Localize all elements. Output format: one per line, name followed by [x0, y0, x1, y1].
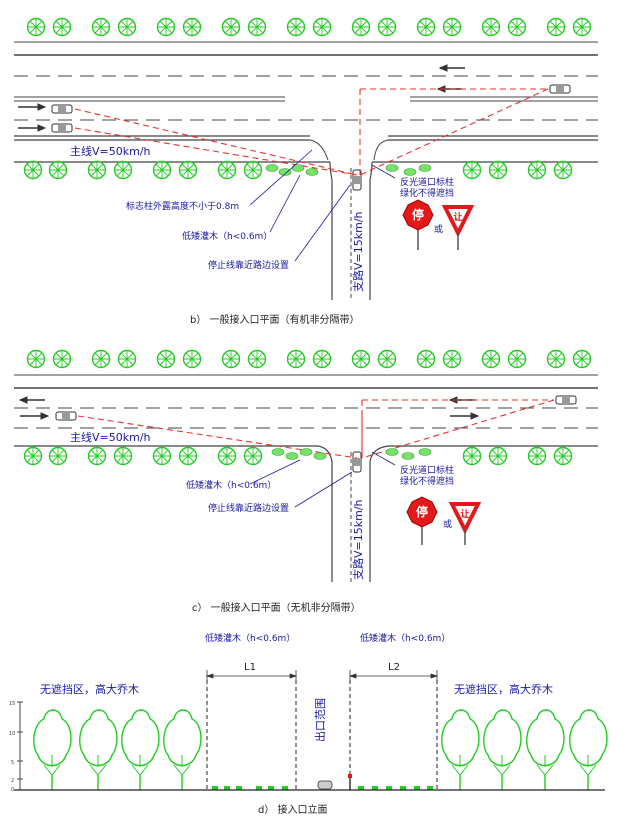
shrubs-b	[265, 164, 432, 176]
caption-c: c） 一般接入口平面（无机非分隔带）	[192, 601, 361, 614]
note-reflective-b: 反光道口标柱	[400, 176, 454, 188]
note-greening-b: 绿化不得遮挡	[400, 187, 454, 199]
dim-l2: L2	[388, 662, 400, 673]
exit-range-label: 出口范围	[313, 698, 327, 742]
shrub-left-label: 低矮灌木（h<0.6m）	[205, 632, 295, 644]
note-sign-height: 标志柱外露高度不小于0.8m	[126, 200, 239, 212]
svg-text:让: 让	[460, 508, 469, 520]
mainline-label-c: 主线V=50km/h	[70, 430, 151, 444]
tree-row-top-c	[26, 349, 592, 369]
svg-text:2: 2	[11, 778, 14, 784]
svg-text:停: 停	[416, 504, 428, 519]
stop-sign-b: 停	[402, 199, 434, 250]
note-reflective-c: 反光道口标柱	[400, 464, 454, 476]
svg-text:0: 0	[11, 787, 14, 793]
note-stop-line-b: 停止线靠近路边设置	[208, 259, 289, 271]
panel-b: 主线V=50km/h 标志柱外露高度不小于0.8m 低矮灌木（h<0.6m） 停…	[14, 17, 598, 326]
branch-label-c: 支路V=15km/h	[352, 499, 365, 580]
tall-trees-left	[33, 709, 202, 791]
yield-sign-c: 让	[448, 502, 482, 545]
svg-text:让: 让	[453, 211, 462, 223]
car-elevation	[317, 774, 352, 790]
note-greening-c: 绿化不得遮挡	[400, 475, 454, 487]
note-stop-line-c: 停止线靠近路边设置	[208, 502, 289, 514]
shrubs-elevation	[212, 786, 433, 790]
note-shrub-c: 低矮灌木（h<0.6m）	[186, 479, 276, 491]
note-shrub-b: 低矮灌木（h<0.6m）	[182, 230, 272, 242]
tree-row-top-b	[26, 17, 592, 37]
svg-text:10: 10	[9, 731, 15, 737]
tall-trees-right	[441, 709, 608, 791]
mainline-label-b: 主线V=50km/h	[70, 144, 151, 158]
svg-text:停: 停	[412, 207, 424, 222]
branch-label-b: 支路V=15km/h	[352, 211, 365, 292]
svg-text:15: 15	[9, 701, 15, 707]
height-scale: 15 10 5 2 0	[9, 701, 23, 793]
panel-c: 主线V=50km/h 低矮灌木（h<0.6m） 停止线靠近路边设置 反光道口标柱…	[14, 349, 598, 614]
sign-or-b: 或	[434, 223, 443, 235]
svg-text:5: 5	[11, 760, 14, 766]
zone-left-label: 无遮挡区，高大乔木	[40, 682, 139, 696]
yield-sign-b: 让	[441, 205, 475, 250]
panel-d: 低矮灌木（h<0.6m） 低矮灌木（h<0.6m） L1 L2 无遮挡区，高大乔…	[9, 632, 608, 816]
stop-sign-c: 停	[406, 496, 438, 545]
sign-or-c: 或	[443, 518, 452, 530]
caption-d: d） 接入口立面	[258, 803, 328, 816]
dim-l1: L1	[244, 662, 256, 673]
zone-right-label: 无遮挡区，高大乔木	[454, 682, 553, 696]
caption-b: b） 一般接入口平面（有机非分隔带）	[190, 313, 360, 326]
shrub-right-label: 低矮灌木（h<0.6m）	[360, 632, 450, 644]
